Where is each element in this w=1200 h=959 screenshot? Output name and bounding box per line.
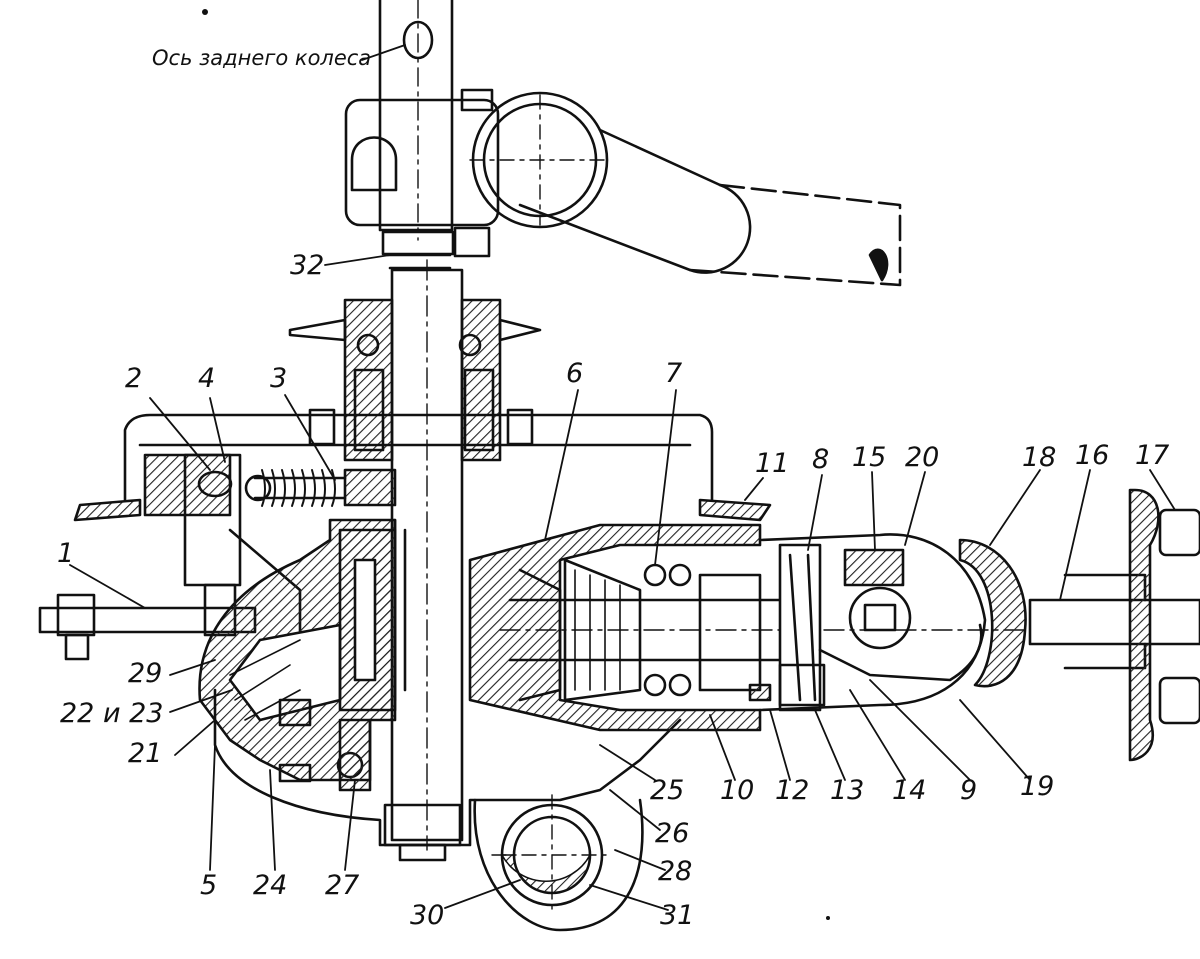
callout-7: 7: [665, 358, 683, 389]
vertical-shaft: [288, 259, 542, 851]
lower-lug: [383, 794, 644, 932]
callout-19: 19: [1020, 771, 1055, 802]
callout-10: 10: [720, 775, 755, 806]
gear-housing: [468, 523, 1031, 732]
upper-cover: [73, 408, 772, 522]
caption-rear-wheel-axle: Ось заднего колеса: [152, 46, 372, 70]
callout-11: 11: [755, 448, 790, 479]
callout-8: 8: [812, 444, 830, 475]
axle-lever-assembly: [344, 0, 902, 287]
ink-dot: [826, 916, 830, 920]
universal-joint: [758, 488, 1200, 762]
callout-9: 9: [960, 775, 978, 806]
callout-26: 26: [655, 818, 690, 849]
callout-1: 1: [57, 538, 75, 569]
callout-18: 18: [1022, 442, 1057, 473]
callout-14: 14: [892, 775, 927, 806]
callout-2: 2: [125, 363, 143, 394]
main-housing: [198, 518, 682, 847]
callout-24: 25: [650, 775, 685, 806]
callout-21: 21: [128, 738, 163, 769]
callout-25: 24: [253, 870, 288, 901]
callout-22-and-23: 22 и 23: [60, 698, 164, 729]
ink-dot: [202, 9, 208, 15]
callout-28: 28: [658, 856, 693, 887]
callout-16: 16: [1075, 440, 1110, 471]
callout-27: 27: [325, 870, 360, 901]
callout-5: 5: [200, 870, 218, 901]
callout-20: 20: [905, 442, 940, 473]
callout-4: 4: [198, 363, 216, 394]
callout-12: 12: [775, 775, 810, 806]
callout-13: 13: [830, 775, 865, 806]
leader-lines: [69, 44, 1176, 911]
callout-31: 31: [660, 900, 695, 931]
callout-6: 6: [566, 358, 584, 389]
callout-29: 29: [128, 658, 163, 689]
callout-30: 30: [410, 900, 445, 931]
callout-3: 3: [270, 363, 288, 394]
callout-32: 32: [290, 250, 325, 281]
callout-17: 17: [1135, 440, 1170, 471]
callout-15: 15: [852, 442, 887, 473]
